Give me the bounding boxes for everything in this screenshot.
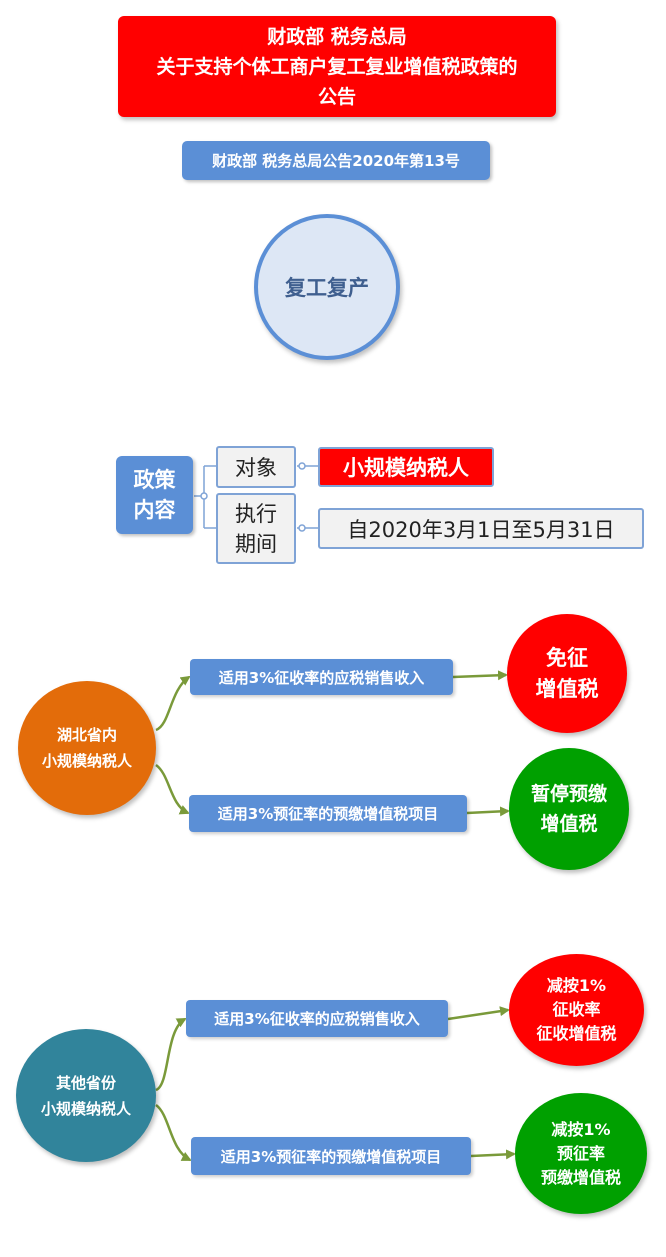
hubei-result-2-line-2: 增值税 bbox=[540, 813, 598, 835]
hubei-result-1-line-2: 增值税 bbox=[535, 676, 599, 701]
title-banner: 财政部 税务总局 关于支持个体工商户复工复业增值税政策的 公告 bbox=[118, 16, 556, 117]
hubei-region-line-1: 湖北省内 bbox=[56, 726, 117, 744]
title-line-1: 财政部 税务总局 bbox=[267, 25, 407, 48]
policy-label-line-1: 政策 bbox=[133, 468, 176, 492]
other-item-sales-income: 适用3%征收率的应税销售收入 bbox=[186, 1000, 448, 1037]
other-result-reduced-prepay: 减按1% 预征率 预缴增值税 bbox=[515, 1093, 647, 1214]
other-result-1-line-2: 征收率 bbox=[552, 1000, 601, 1019]
hubei-arrow-4 bbox=[466, 806, 510, 817]
hubei-arrow-1 bbox=[155, 675, 191, 732]
other-arrow-2 bbox=[155, 1103, 192, 1162]
other-result-2-line-1: 减按1% bbox=[551, 1119, 611, 1139]
policy-label-line-2: 内容 bbox=[133, 498, 176, 522]
other-region-line-2: 小规模纳税人 bbox=[40, 1099, 131, 1118]
period-label-line-2: 期间 bbox=[235, 531, 277, 556]
announcement-number: 财政部 税务总局公告2020年第13号 bbox=[182, 141, 490, 180]
hubei-result-suspend: 暂停预缴 增值税 bbox=[509, 748, 629, 870]
other-result-2-line-3: 预缴增值税 bbox=[540, 1167, 621, 1187]
other-result-reduced-rate: 减按1% 征收率 征收增值税 bbox=[509, 954, 644, 1066]
target-label: 对象 bbox=[216, 446, 296, 488]
title-line-2: 关于支持个体工商户复工复业增值税政策的 bbox=[156, 55, 518, 78]
other-result-2-line-2: 预征率 bbox=[556, 1143, 605, 1163]
other-arrow-1 bbox=[155, 1017, 187, 1092]
other-region-line-1: 其他省份 bbox=[55, 1073, 116, 1092]
hubei-item-sales-income: 适用3%征收率的应税销售收入 bbox=[190, 659, 453, 695]
other-result-1-line-3: 征收增值税 bbox=[536, 1024, 617, 1043]
policy-bracket-node bbox=[200, 492, 208, 500]
hubei-region-line-2: 小规模纳税人 bbox=[41, 752, 132, 770]
other-arrow-3 bbox=[447, 1006, 510, 1021]
hubei-arrow-3 bbox=[452, 670, 508, 681]
other-arrow-4 bbox=[470, 1149, 516, 1160]
hubei-region-circle: 湖北省内 小规模纳税人 bbox=[18, 681, 156, 815]
hubei-result-1-line-1: 免征 bbox=[546, 645, 588, 670]
title-line-3: 公告 bbox=[317, 85, 356, 108]
other-region-circle: 其他省份 小规模纳税人 bbox=[16, 1029, 156, 1162]
period-label: 执行 期间 bbox=[216, 493, 296, 564]
theme-circle: 复工复产 bbox=[254, 214, 400, 360]
other-result-1-line-1: 减按1% bbox=[546, 976, 607, 995]
other-item-prepaid-vat: 适用3%预征率的预缴增值税项目 bbox=[191, 1137, 471, 1175]
target-value: 小规模纳税人 bbox=[318, 447, 494, 487]
hubei-arrow-2 bbox=[155, 763, 190, 815]
hubei-result-exempt: 免征 增值税 bbox=[507, 614, 627, 733]
period-label-line-1: 执行 bbox=[235, 501, 277, 526]
hubei-result-2-line-1: 暂停预缴 bbox=[530, 783, 607, 805]
period-value: 自2020年3月1日至5月31日 bbox=[318, 508, 644, 549]
hubei-item-prepaid-vat: 适用3%预征率的预缴增值税项目 bbox=[189, 795, 467, 832]
policy-content-label: 政策 内容 bbox=[116, 456, 193, 534]
